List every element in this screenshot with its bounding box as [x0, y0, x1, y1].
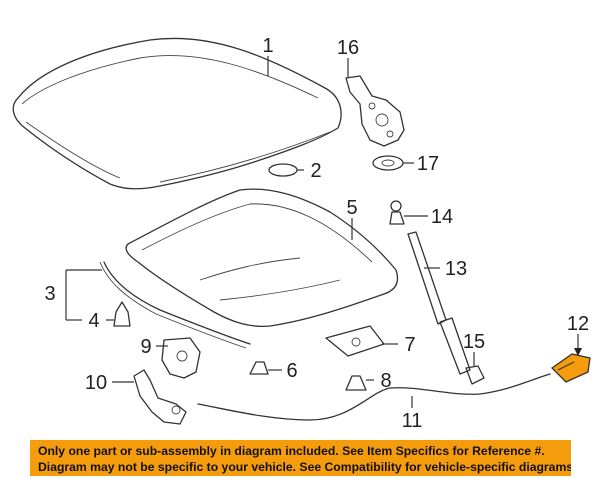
callout-14: 14	[431, 206, 453, 228]
hood-latch	[161, 337, 201, 379]
callout-6: 6	[286, 360, 297, 382]
hood-insulator	[125, 188, 399, 328]
hood-pad	[268, 163, 298, 177]
disclaimer-banner: Only one part or sub-assembly in diagram…	[30, 440, 571, 476]
callout-11: 11	[402, 410, 423, 432]
hood-panel	[12, 37, 342, 190]
callout-12: 12	[567, 313, 589, 335]
seal-clip	[113, 301, 131, 327]
leader-lines	[65, 56, 579, 408]
ball-stud-lower	[465, 365, 485, 385]
callout-7: 7	[404, 334, 415, 356]
disclaimer-line-2: Diagram may not be specific to your vehi…	[38, 460, 571, 474]
cushion-bumper	[345, 375, 367, 391]
disclaimer-line-1: Only one part or sub-assembly in diagram…	[38, 444, 545, 458]
callout-17: 17	[417, 153, 439, 175]
callout-9: 9	[140, 336, 151, 358]
hood-hinge	[345, 75, 405, 147]
callout-8: 8	[380, 370, 391, 392]
hood-release-cable	[197, 373, 551, 421]
lift-support-strut	[407, 231, 471, 375]
callout-5: 5	[346, 197, 357, 219]
callout-3: 3	[44, 283, 55, 305]
callout-10: 10	[85, 372, 107, 394]
hood-seal	[103, 261, 251, 345]
hood-seal-plate	[325, 325, 385, 357]
callout-1: 1	[262, 35, 273, 57]
hinge-washer	[372, 155, 404, 171]
hood-bumper	[249, 361, 269, 375]
hood-seal-edge	[99, 261, 247, 349]
hood-release-handle	[550, 353, 591, 383]
callout-13: 13	[445, 258, 467, 280]
hood-parts-diagram: 1 16 2 17 5 14 13 3 4 9 6 7 8 10 11 15 1…	[12, 35, 591, 432]
callout-4: 4	[88, 310, 99, 332]
latch-support	[133, 369, 187, 425]
callout-16: 16	[337, 37, 359, 59]
ball-stud	[389, 200, 405, 225]
callout-15: 15	[463, 331, 485, 353]
arrow-head-icon	[574, 348, 582, 356]
callout-2: 2	[310, 160, 321, 182]
seal-plate-hole	[351, 337, 361, 347]
